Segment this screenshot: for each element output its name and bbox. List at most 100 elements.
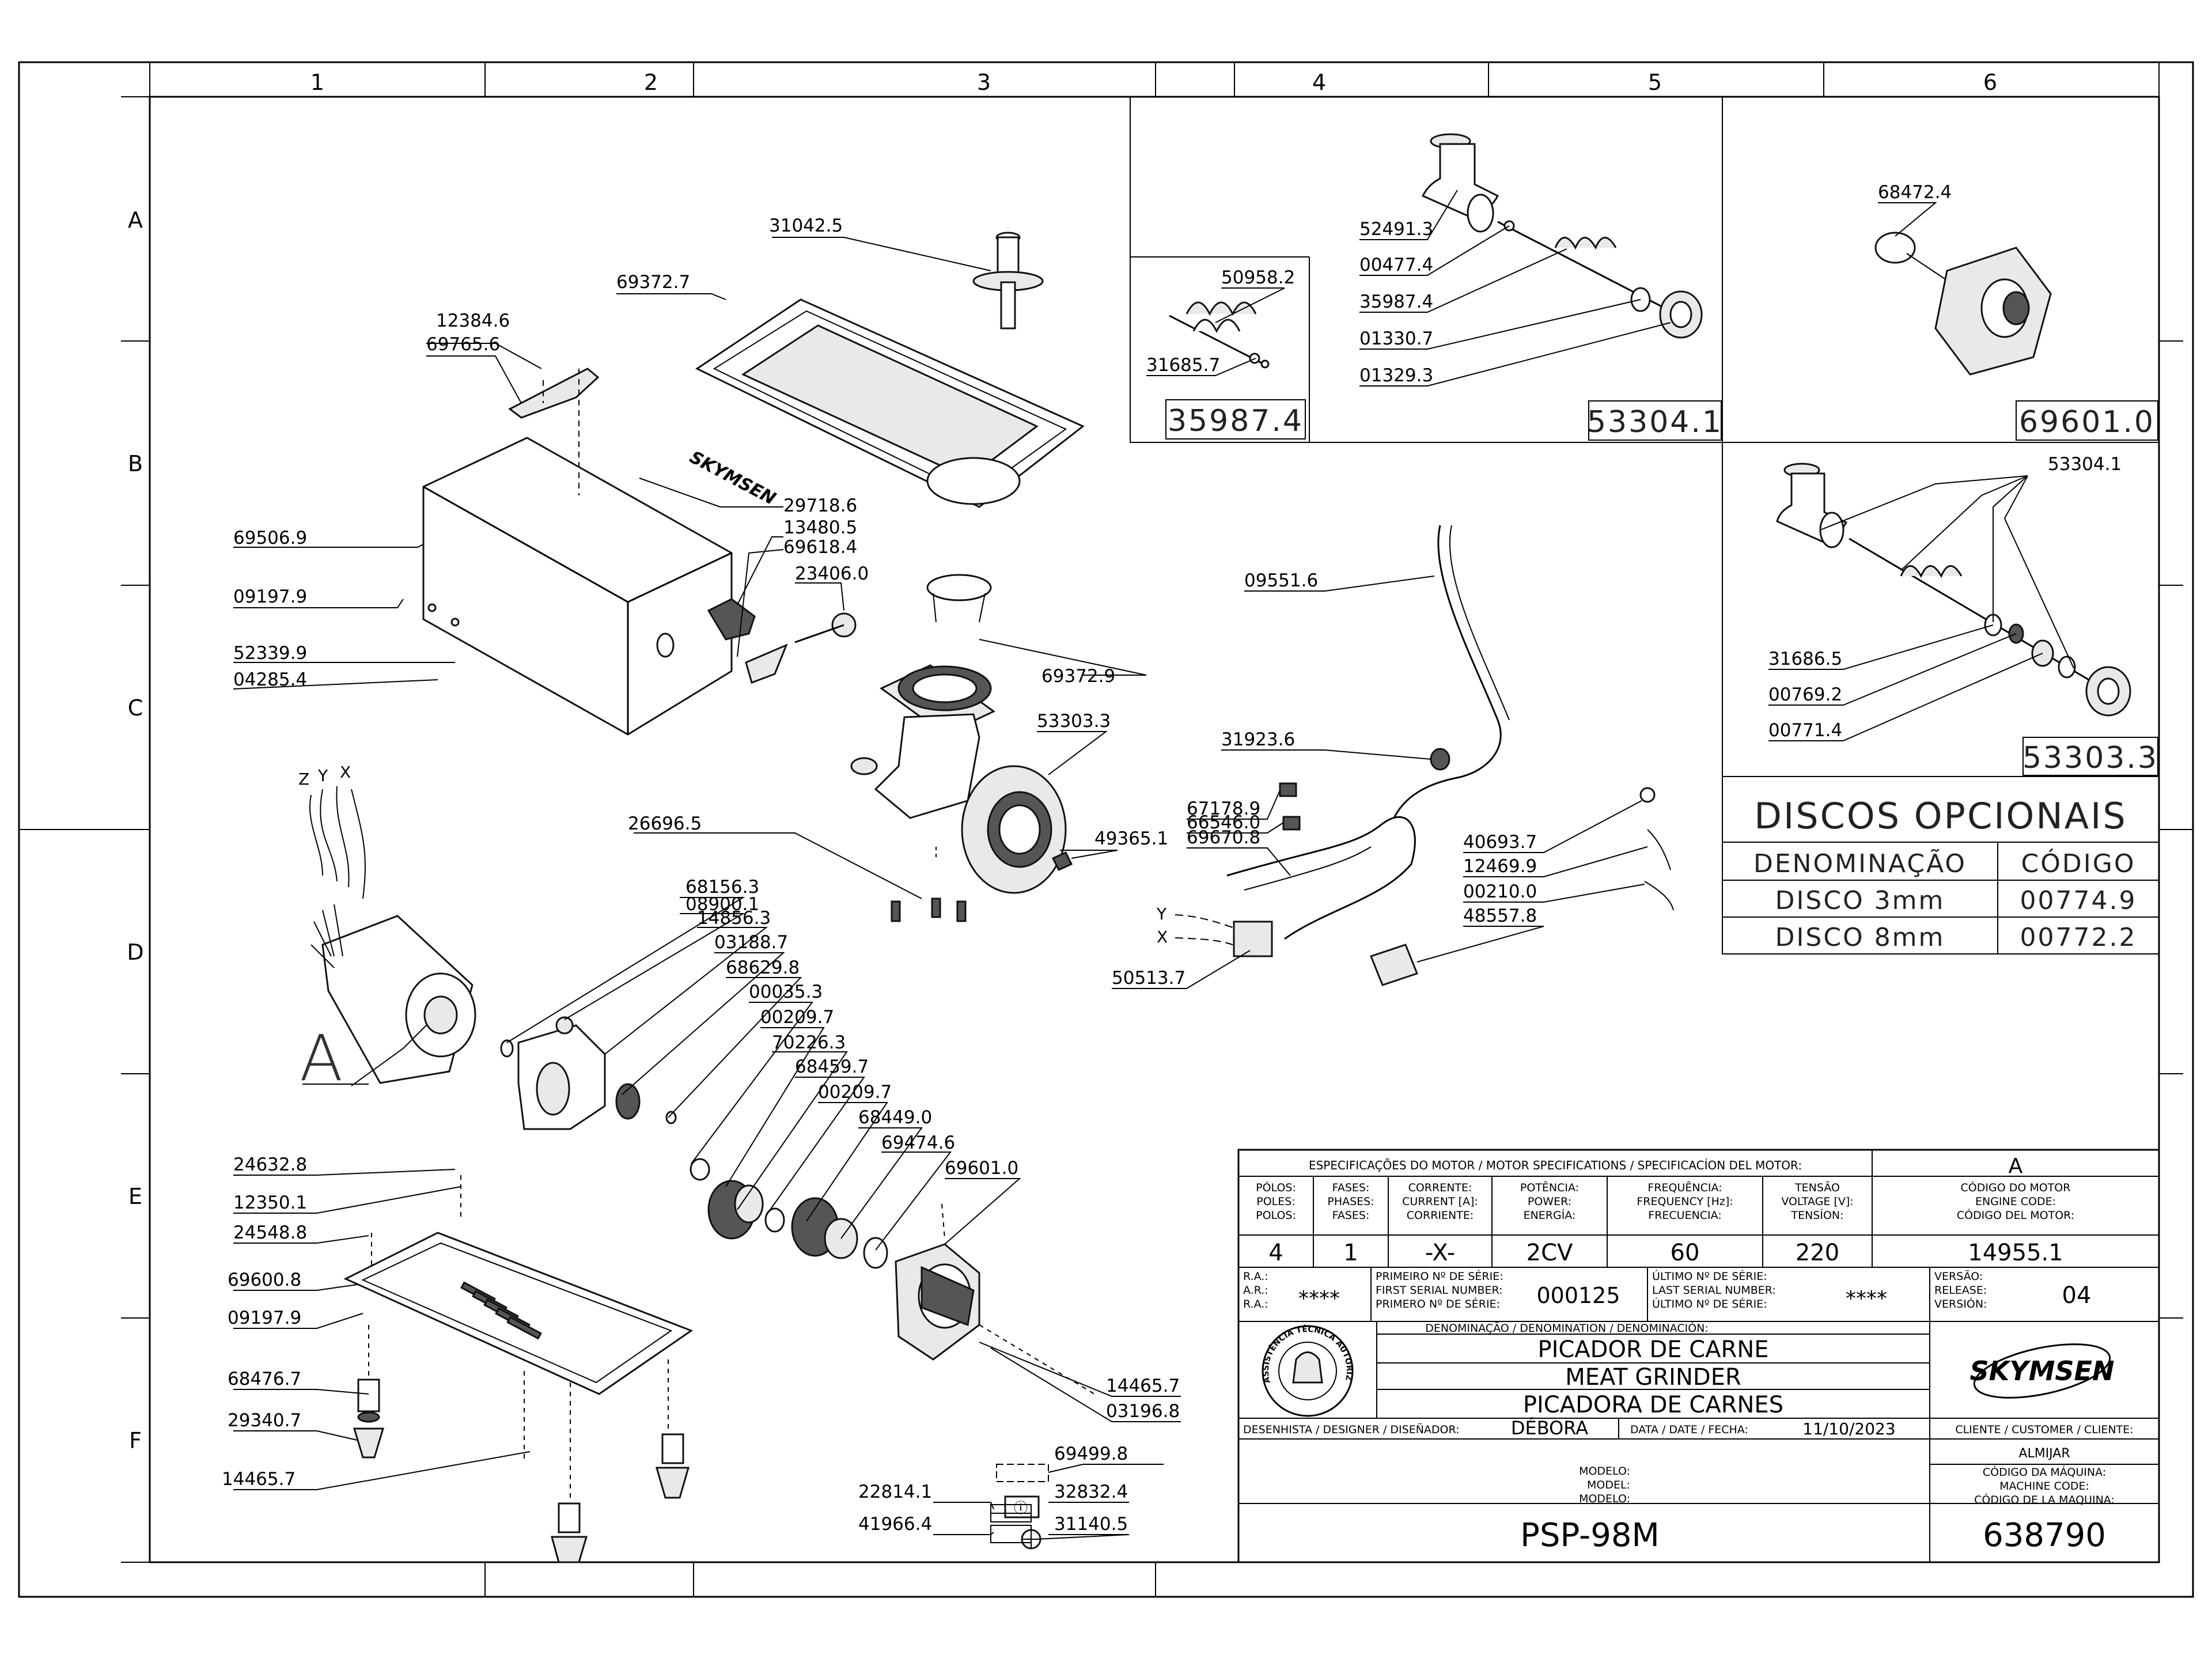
current-value: -X-	[1425, 1240, 1455, 1266]
grid-column-labels: 1 2 3 4 5 6	[310, 70, 1997, 95]
discs-title: DISCOS OPCIONAIS	[1754, 795, 2127, 837]
callout-09197-9-top: 09197.9	[233, 586, 307, 607]
callout-08900-1: 08900.1	[685, 894, 759, 915]
grid-col-4: 4	[1312, 70, 1326, 95]
detail-head2-drawing	[1776, 463, 2131, 717]
callout-48557-8: 48557.8	[1463, 906, 1537, 926]
cord-letter-x: X	[1157, 927, 1168, 946]
detail-head-drawing	[1421, 133, 1703, 339]
power-h-es: ENERGÍA:	[1524, 1209, 1576, 1222]
callout-69765-6: 69765.6	[426, 334, 500, 355]
callout-69670-8: 69670.8	[1187, 827, 1260, 848]
body-screws	[891, 847, 967, 922]
grid-col-5: 5	[1648, 70, 1662, 95]
last-serial-h-en: LAST SERIAL NUMBER:	[1652, 1284, 1776, 1297]
callout-31140-5: 31140.5	[1054, 1514, 1128, 1535]
ra-h-3: R.A.:	[1243, 1298, 1268, 1310]
poles-value: 4	[1268, 1240, 1283, 1266]
symbol-parts: ⓘ	[990, 1464, 1049, 1550]
callout-35987-4: 35987.4	[1359, 291, 1433, 312]
callout-12350-1: 12350.1	[233, 1192, 307, 1213]
version-h-en: RELEASE:	[1934, 1284, 1987, 1297]
grid-row-b: B	[128, 451, 143, 476]
callout-14856-3: 14856.3	[697, 908, 771, 929]
callout-03188-7: 03188.7	[714, 932, 788, 953]
callout-69600-8: 69600.8	[228, 1270, 301, 1290]
callout-12469-9: 12469.9	[1463, 856, 1537, 877]
power-value: 2CV	[1527, 1240, 1573, 1266]
callout-52339-9: 52339.9	[233, 643, 307, 664]
phases-h-en: PHASES:	[1327, 1195, 1374, 1208]
callout-40693-7: 40693.7	[1463, 832, 1537, 853]
callout-66546-0: 66546.0	[1187, 812, 1260, 833]
client-header: CLIENTE / CUSTOMER / CLIENTE:	[1955, 1423, 2133, 1436]
callout-01329-3: 01329.3	[1359, 365, 1433, 386]
motor-part	[309, 786, 476, 1084]
gears-train	[615, 1083, 888, 1269]
callout-53303-3: 53303.3	[1037, 711, 1111, 732]
callout-29718-6: 29718.6	[783, 495, 857, 516]
callout-09197-9-bottom: 09197.9	[228, 1308, 301, 1328]
callout-69499-8: 69499.8	[1054, 1444, 1128, 1464]
callout-03196-8: 03196.8	[1106, 1401, 1180, 1422]
detail-box-2-code: 53304.1	[1587, 405, 1723, 440]
voltage-h-pt: TENSÃO	[1794, 1181, 1840, 1194]
model-h-es: MODELO:	[1579, 1493, 1630, 1505]
engine-h-pt: CÓDIGO DO MOTOR	[1961, 1180, 2071, 1194]
date-header: DATA / DATE / FECHA:	[1630, 1423, 1748, 1436]
callout-00769-2: 00769.2	[1768, 684, 1842, 705]
base-plate-part	[343, 1232, 694, 1395]
current-h-en: CURRENT [A]:	[1402, 1195, 1478, 1208]
callout-50958-2: 50958.2	[1221, 267, 1295, 288]
callout-32832-4: 32832.4	[1054, 1482, 1128, 1502]
last-serial-h-pt: ÚLTIMO Nº DE SÉRIE:	[1652, 1269, 1767, 1283]
disc-row-1-code: 00774.9	[2020, 886, 2137, 915]
callout-00209-7-b: 00209.7	[818, 1082, 892, 1103]
optional-discs-table: DISCOS OPCIONAIS DENOMINAÇÃO CÓDIGO DISC…	[1722, 776, 2160, 955]
engine-h-es: CÓDIGO DEL MOTOR:	[1957, 1208, 2074, 1222]
ra-h-1: R.A.:	[1243, 1270, 1268, 1283]
engine-h-en: ENGINE CODE:	[1975, 1195, 2056, 1208]
ra-value: ****	[1298, 1287, 1340, 1310]
disc-row-2-name: DISCO 8mm	[1775, 923, 1945, 952]
disc-row-1-name: DISCO 3mm	[1775, 886, 1945, 915]
callout-31686-5: 31686.5	[1768, 649, 1842, 669]
authorized-service-stamp: ASSISTÊNCIA TÉCNICA AUTORIZADA	[0, 0, 1354, 1417]
version-h-es: VERSIÓN:	[1934, 1297, 1987, 1310]
exploded-view: SKYMSEN	[298, 232, 1674, 1563]
version-h-pt: VERSÃO:	[1934, 1270, 1983, 1283]
freq-h-es: FRECUENCIA:	[1648, 1209, 1721, 1222]
first-serial-h-en: FIRST SERIAL NUMBER:	[1376, 1284, 1503, 1297]
frequency-value: 60	[1671, 1240, 1700, 1266]
callout-23406-0: 23406.0	[795, 563, 869, 584]
grinder-body-part	[850, 574, 1073, 894]
callout-01330-7: 01330.7	[1359, 328, 1433, 349]
first-serial-h-pt: PRIMEIRO Nº DE SÉRIE:	[1376, 1270, 1503, 1283]
date-value: 11/10/2023	[1802, 1419, 1895, 1438]
voltage-h-es: TENSÍON:	[1790, 1209, 1843, 1222]
callout-00477-4: 00477.4	[1359, 255, 1433, 275]
callout-24632-8: 24632.8	[233, 1154, 307, 1175]
bottom-screws	[368, 1175, 1095, 1498]
detail-box-4	[2022, 737, 2158, 776]
callout-70226-3: 70226.3	[772, 1032, 846, 1053]
callout-12384-6: 12384.6	[436, 310, 510, 331]
poles-h-pt: PÓLOS:	[1256, 1180, 1296, 1194]
callout-26696-5: 26696.5	[628, 813, 702, 834]
leader-lines	[233, 190, 2074, 1540]
callout-49365-1: 49365.1	[1094, 828, 1168, 849]
detail-box-1	[1165, 399, 1306, 440]
callout-68472-4: 68472.4	[1878, 182, 1952, 203]
tray-part	[695, 298, 1085, 508]
model-h-pt: MODELO:	[1579, 1465, 1630, 1478]
electrical-parts	[1175, 525, 1674, 986]
last-serial-value: ****	[1846, 1287, 1887, 1310]
current-h-es: CORRIENTE:	[1407, 1209, 1474, 1222]
phases-h-es: FASES:	[1332, 1209, 1370, 1222]
wire-letter-x: X	[340, 763, 351, 782]
spec-label: A	[2009, 1154, 2023, 1178]
title-block	[1237, 1149, 2160, 1563]
housing-part	[422, 368, 733, 736]
callout-50513-7: 50513.7	[1112, 968, 1185, 988]
brand-logo: SKYMSEN	[1970, 1343, 2114, 1399]
